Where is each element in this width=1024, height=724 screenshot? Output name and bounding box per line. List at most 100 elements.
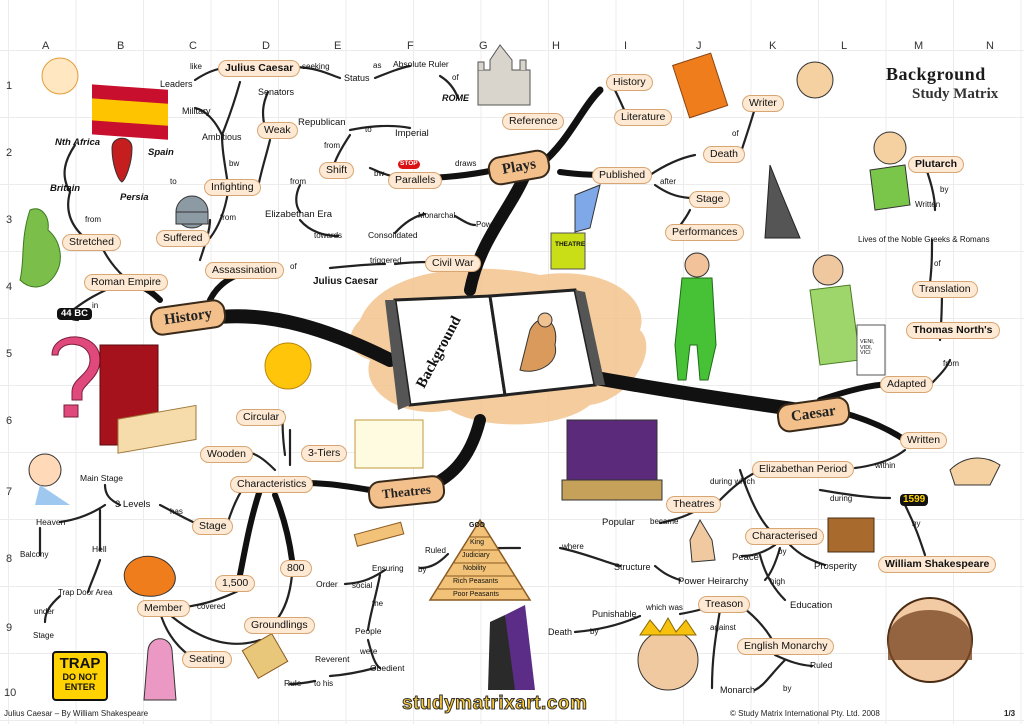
node-weak[interactable]: Weak <box>257 122 298 139</box>
node-3-tiers[interactable]: 3-Tiers <box>301 445 348 462</box>
node-stretched[interactable]: Stretched <box>62 234 121 251</box>
node-monarchal[interactable]: Monarchal <box>418 211 456 220</box>
node-death-punish[interactable]: Death <box>548 627 573 637</box>
node-literature[interactable]: Literature <box>614 109 673 126</box>
node-consolidated[interactable]: Consolidated <box>368 230 418 240</box>
node-lives[interactable]: Lives of the Noble Greeks & Romans <box>858 235 990 244</box>
node-adapted[interactable]: Adapted <box>880 376 934 393</box>
node-ensuring[interactable]: Ensuring <box>372 564 404 573</box>
node-main-stage[interactable]: Main Stage <box>80 473 123 483</box>
node-writer[interactable]: Writer <box>742 95 784 112</box>
quill-hand-icon <box>949 457 1001 486</box>
node-imperial[interactable]: Imperial <box>395 128 429 139</box>
plutarch-writer-icon <box>873 131 907 165</box>
node-ruled-caesar[interactable]: Ruled <box>810 660 833 670</box>
node-assassination[interactable]: Assassination <box>205 262 284 279</box>
node-people[interactable]: People <box>355 626 382 636</box>
node-translation[interactable]: Translation <box>912 281 978 298</box>
trap-sign-line3: ENTER <box>64 682 96 692</box>
node-roman-empire[interactable]: Roman Empire <box>84 274 169 291</box>
node-elizabethan-era[interactable]: Elizabethan Era <box>265 209 333 220</box>
node-structure[interactable]: Structure <box>614 562 651 572</box>
node-800[interactable]: 800 <box>280 560 312 577</box>
column-label: E <box>334 40 342 52</box>
node-military[interactable]: Military <box>182 106 211 116</box>
node-rome[interactable]: ROME <box>442 93 469 103</box>
node-stage-under[interactable]: Stage <box>33 631 54 640</box>
node-parallels[interactable]: Parallels <box>388 172 443 189</box>
node-persia[interactable]: Persia <box>120 192 149 203</box>
node-peace[interactable]: Peace <box>732 552 759 563</box>
node-published[interactable]: Published <box>592 167 653 184</box>
node-characteristics[interactable]: Characteristics <box>230 476 314 493</box>
page-subtitle: Study Matrix <box>912 86 999 102</box>
node-written-small[interactable]: Written <box>915 200 941 209</box>
node-theatres-caesar[interactable]: Theatres <box>666 496 722 513</box>
node-plutarch[interactable]: Plutarch <box>908 156 965 173</box>
node-power-heirarchy[interactable]: Power Heirarchy <box>678 576 749 587</box>
open-book <box>385 288 605 410</box>
node-stage[interactable]: Stage <box>192 518 234 535</box>
history-trunk <box>203 309 397 367</box>
node-william-shakespeare[interactable]: William Shakespeare <box>878 556 997 573</box>
node-power[interactable]: Power <box>476 220 499 229</box>
node-circular[interactable]: Circular <box>236 409 287 426</box>
node-order[interactable]: Order <box>316 579 338 589</box>
node-infighting[interactable]: Infighting <box>204 179 261 196</box>
node-punishable[interactable]: Punishable <box>592 609 637 619</box>
node-status[interactable]: Status <box>344 73 370 83</box>
node-english-monarchy[interactable]: English Monarchy <box>737 638 835 655</box>
node-trap-door-area[interactable]: Trap Door Area <box>58 588 113 597</box>
node-ambitious[interactable]: Ambitious <box>202 132 242 142</box>
node-hell[interactable]: Hell <box>92 544 107 554</box>
node-britain[interactable]: Britain <box>50 183 81 194</box>
node-groundlings[interactable]: Groundlings <box>244 617 315 634</box>
node-seating[interactable]: Seating <box>182 651 232 668</box>
website-logo[interactable]: studymatrixart.com <box>401 693 588 715</box>
node-education[interactable]: Education <box>790 600 833 611</box>
node-performances[interactable]: Performances <box>665 224 745 241</box>
node-republican[interactable]: Republican <box>298 117 346 128</box>
node-monarch[interactable]: Monarch <box>720 685 756 695</box>
node-ruled[interactable]: Ruled <box>425 546 446 555</box>
node-civil-war[interactable]: Civil War <box>425 255 481 272</box>
node-heaven[interactable]: Heaven <box>36 517 66 527</box>
node-nth-africa[interactable]: Nth Africa <box>55 137 101 148</box>
link-label: of <box>290 262 297 271</box>
node-history-ref[interactable]: History <box>606 74 653 91</box>
node-leaders[interactable]: Leaders <box>160 79 193 89</box>
node-member[interactable]: Member <box>137 600 190 617</box>
node-absolute-ruler[interactable]: Absolute Ruler <box>393 59 449 69</box>
node-treason[interactable]: Treason <box>698 596 751 613</box>
node-1599[interactable]: 1599 <box>900 494 929 506</box>
node-prosperity[interactable]: Prosperity <box>814 561 857 572</box>
node-spain[interactable]: Spain <box>148 147 174 158</box>
node-shift[interactable]: Shift <box>319 162 355 179</box>
node-balcony[interactable]: Balcony <box>20 550 49 559</box>
node-written[interactable]: Written <box>900 432 948 449</box>
node-thomas-north[interactable]: Thomas North's <box>906 322 1000 339</box>
node-3-levels[interactable]: 3 Levels <box>115 499 151 510</box>
node-elizabethan-period[interactable]: Elizabethan Period <box>752 461 855 478</box>
page-number: 1/3 <box>1004 709 1016 718</box>
node-characterised[interactable]: Characterised <box>745 528 825 545</box>
node-julius-caesar-mid[interactable]: Julius Caesar <box>313 276 379 287</box>
link-label: bw <box>229 159 240 168</box>
node-reverent[interactable]: Reverent <box>315 654 350 664</box>
node-senators[interactable]: Senators <box>258 87 295 97</box>
column-label: B <box>117 40 125 52</box>
node-obedient[interactable]: Obedient <box>370 663 405 673</box>
caesar-statue-icon <box>809 284 861 366</box>
node-1500[interactable]: 1,500 <box>215 575 256 592</box>
node-wooden[interactable]: Wooden <box>200 446 253 463</box>
node-44-bc[interactable]: 44 BC <box>57 308 92 320</box>
link-label: by <box>940 185 949 194</box>
node-stage-pub[interactable]: Stage <box>689 191 731 208</box>
node-death[interactable]: Death <box>703 146 746 163</box>
node-popular[interactable]: Popular <box>602 517 635 528</box>
link-label: by <box>912 519 921 528</box>
node-reference[interactable]: Reference <box>502 113 565 130</box>
node-suffered[interactable]: Suffered <box>156 230 210 247</box>
node-julius-caesar-top[interactable]: Julius Caesar <box>218 60 301 77</box>
node-rule[interactable]: Rule <box>284 678 302 688</box>
